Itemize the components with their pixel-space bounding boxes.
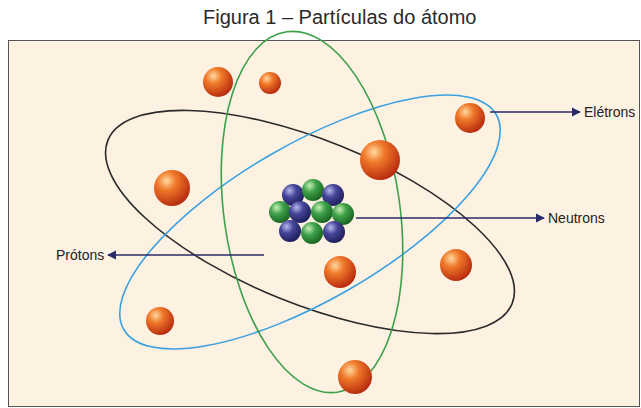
nucleus (269, 179, 354, 244)
picture-frame (8, 40, 640, 407)
leader-arrows (108, 112, 580, 255)
figure-title: Figura 1 – Partículas do átomo (203, 6, 476, 29)
part-label: Elétrons (584, 104, 635, 120)
part-label: Neutrons (548, 210, 605, 226)
part-label: Prótons (56, 247, 104, 263)
electrons (146, 67, 485, 394)
orbits (77, 20, 543, 405)
